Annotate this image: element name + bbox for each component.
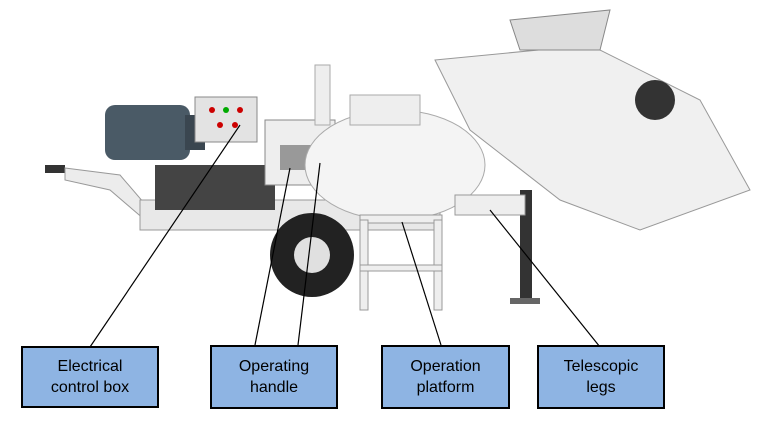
motor <box>105 105 205 160</box>
label-text: Operating handle <box>238 358 310 396</box>
label-text: Operation platform <box>410 358 481 396</box>
leader-platform <box>401 221 442 346</box>
leader-lines <box>89 124 601 348</box>
mixing-tank <box>304 64 486 221</box>
telescopic-leg <box>454 190 540 304</box>
wheel <box>270 213 354 297</box>
label-operating-handle: Operating handle <box>210 345 338 409</box>
tow-bar <box>45 165 151 221</box>
hopper <box>434 9 751 231</box>
leader-legs <box>489 209 601 348</box>
operation-platform-steps <box>359 214 443 311</box>
leader-electrical <box>89 124 241 348</box>
label-text: Electrical control box <box>50 358 130 396</box>
label-text: Telescopic legs <box>563 358 639 396</box>
label-telescopic-legs: Telescopic legs <box>537 345 665 409</box>
leader-handle-2 <box>297 162 321 346</box>
leader-handle-1 <box>254 167 291 346</box>
label-operation-platform: Operation platform <box>381 345 510 409</box>
label-electrical-control-box: Electrical control box <box>21 346 159 408</box>
control-box <box>194 96 258 143</box>
